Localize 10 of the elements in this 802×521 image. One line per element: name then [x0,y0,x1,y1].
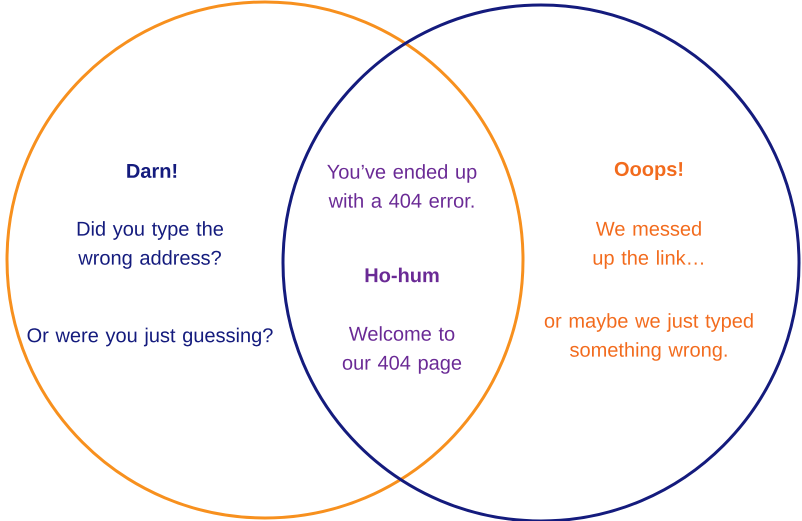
heading-text: Ooops! [614,162,682,180]
body-text: Welcome to our 404 page [342,326,462,374]
heading-text: Darn! [127,164,176,178]
body-text: Did you type the wrong address? [78,221,223,269]
body-text: or maybe we just typed something wrong. [544,313,753,361]
body-text: You’ve ended up with a 404 error. [327,164,476,208]
venn-circle [6,0,524,520]
body-text: We messed up the link… [594,221,703,269]
heading-text: Ho-hum [366,268,439,282]
body-text: Or were you just guessing? [28,328,273,346]
